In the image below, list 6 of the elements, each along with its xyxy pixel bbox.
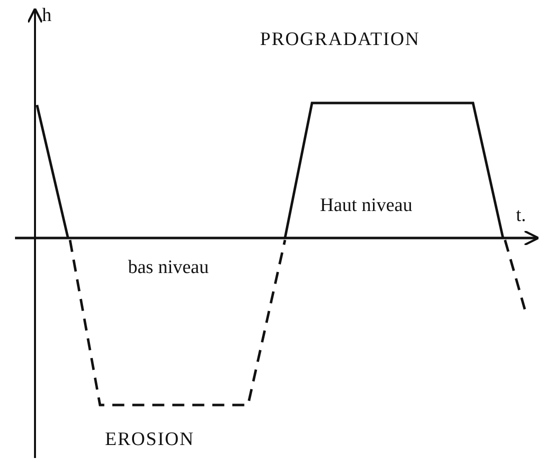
- region-label: PROGRADATION: [260, 30, 420, 49]
- axis-label: h: [42, 6, 52, 25]
- region-label: EROSION: [105, 430, 194, 449]
- region-label: Haut niveau: [320, 196, 412, 215]
- region-label: bas niveau: [128, 258, 209, 277]
- axis-label: t.: [516, 206, 526, 225]
